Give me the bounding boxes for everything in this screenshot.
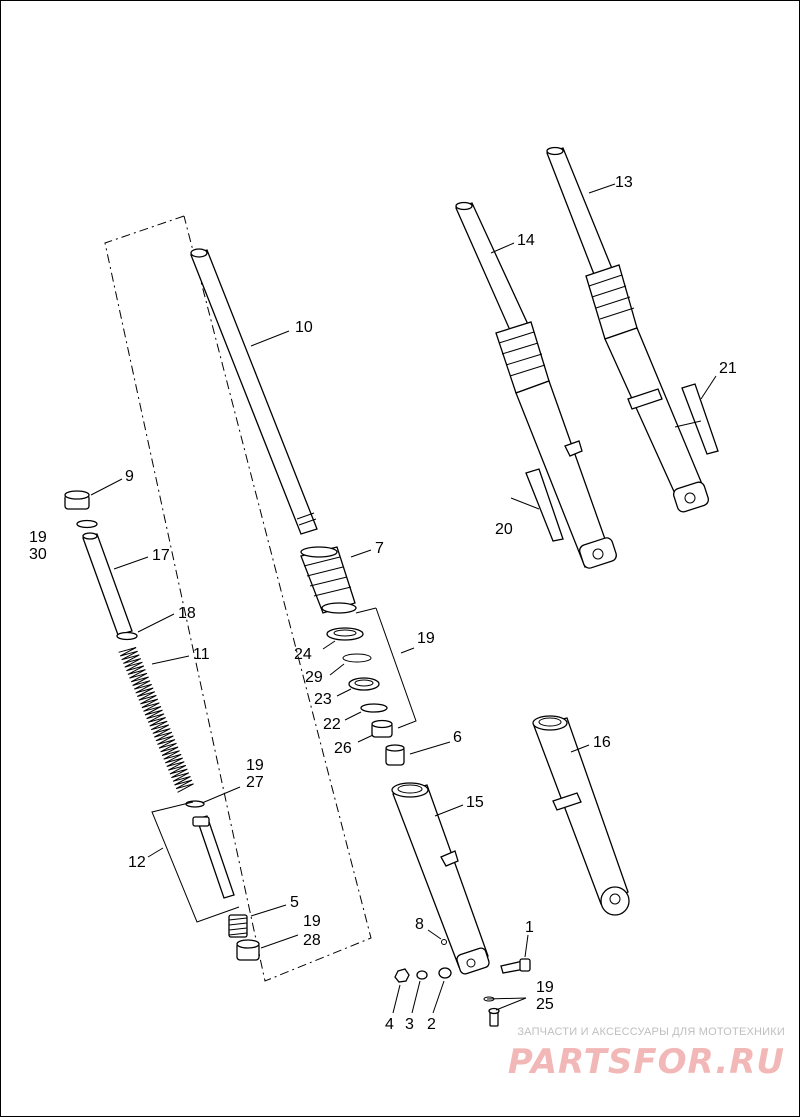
part-27-piston-ring [185, 800, 205, 808]
part-7-fork-boot [300, 546, 357, 614]
callout-15: 15 [466, 794, 484, 811]
part-4-nut [394, 968, 410, 983]
callout-2: 2 [427, 1016, 436, 1033]
part-12-bracket [151, 801, 240, 923]
callout-28: 28 [303, 932, 321, 949]
callout-26: 26 [334, 740, 352, 757]
callout-1: 1 [525, 919, 534, 936]
part-18-washer [116, 631, 138, 641]
part-15-fork-slider [391, 782, 490, 975]
callout-24: 24 [294, 646, 312, 663]
part-20-slider-cover [525, 468, 564, 542]
callout-10: 10 [295, 319, 313, 336]
callout-19-lock: 19 [303, 913, 321, 930]
part-12-damper-rod [192, 815, 235, 899]
part-9-fork-cap [64, 490, 90, 510]
callout-5: 5 [290, 894, 299, 911]
callout-7: 7 [375, 540, 384, 557]
callout-25: 25 [536, 996, 554, 1013]
callout-19-ring: 19 [246, 757, 264, 774]
part-6-bushing [385, 744, 405, 766]
part-29-retaining-clip [342, 653, 372, 663]
part-2-washer [438, 967, 452, 979]
part-22-seal-washer [360, 703, 388, 713]
callout-11: 11 [193, 646, 210, 663]
part-26-bushing [371, 719, 393, 738]
part-24-dust-seal [326, 627, 364, 641]
callout-labels: 13 14 10 21 9 20 19 30 17 7 18 19 11 24 … [29, 174, 737, 1033]
callout-19-seal-kit: 19 [417, 630, 435, 647]
watermark-tagline: ЗАПЧАСТИ И АКСЕССУАРЫ ДЛЯ МОТОТЕХНИКИ [517, 1026, 785, 1038]
callout-19-screw: 19 [536, 979, 554, 996]
watermark-logo: PARTSFOR.RU [507, 1042, 785, 1082]
part-21-slider-cover [681, 383, 719, 455]
callout-4: 4 [385, 1016, 394, 1033]
part-3-washer [416, 970, 428, 980]
callout-22: 22 [323, 716, 341, 733]
part-11-fork-spring [118, 647, 194, 793]
part-8-drain-screw [441, 939, 447, 945]
callout-6: 6 [453, 729, 462, 746]
part-14-fork-assembly [455, 201, 617, 569]
part-13-fork-assembly [546, 146, 710, 513]
assembly-dashed-outline [104, 215, 372, 982]
part-1-axle-bolt [500, 958, 531, 974]
part-23-oil-seal [348, 677, 380, 691]
callout-18: 18 [178, 605, 196, 622]
callout-leaders [90, 183, 717, 1014]
callout-8: 8 [415, 916, 424, 933]
callout-19-cap-oring: 19 [29, 529, 47, 546]
part-16-fork-slider [532, 715, 630, 916]
callout-12: 12 [128, 854, 146, 871]
callout-17: 17 [152, 547, 170, 564]
part-30-o-ring [76, 519, 98, 529]
callout-3: 3 [405, 1016, 414, 1033]
callout-13: 13 [615, 174, 633, 191]
callout-29: 29 [305, 669, 323, 686]
callout-20: 20 [495, 521, 513, 538]
seal-kit-bracket [375, 607, 417, 729]
part-28-oil-lock-piece [236, 939, 260, 961]
part-17-spacer-tube [82, 532, 133, 636]
callout-9: 9 [125, 468, 134, 485]
part-10-fork-tube [190, 248, 318, 535]
part-5-rebound-spring [228, 914, 248, 938]
callout-27: 27 [246, 774, 264, 791]
callout-21: 21 [719, 360, 737, 377]
watermark: ЗАПЧАСТИ И АКСЕССУАРЫ ДЛЯ МОТОТЕХНИКИ PA… [508, 1026, 785, 1082]
part-25-screw-and-washer [483, 996, 500, 1027]
callout-16: 16 [593, 734, 611, 751]
callout-23: 23 [314, 691, 332, 708]
callout-30: 30 [29, 546, 47, 563]
callout-14: 14 [517, 232, 535, 249]
